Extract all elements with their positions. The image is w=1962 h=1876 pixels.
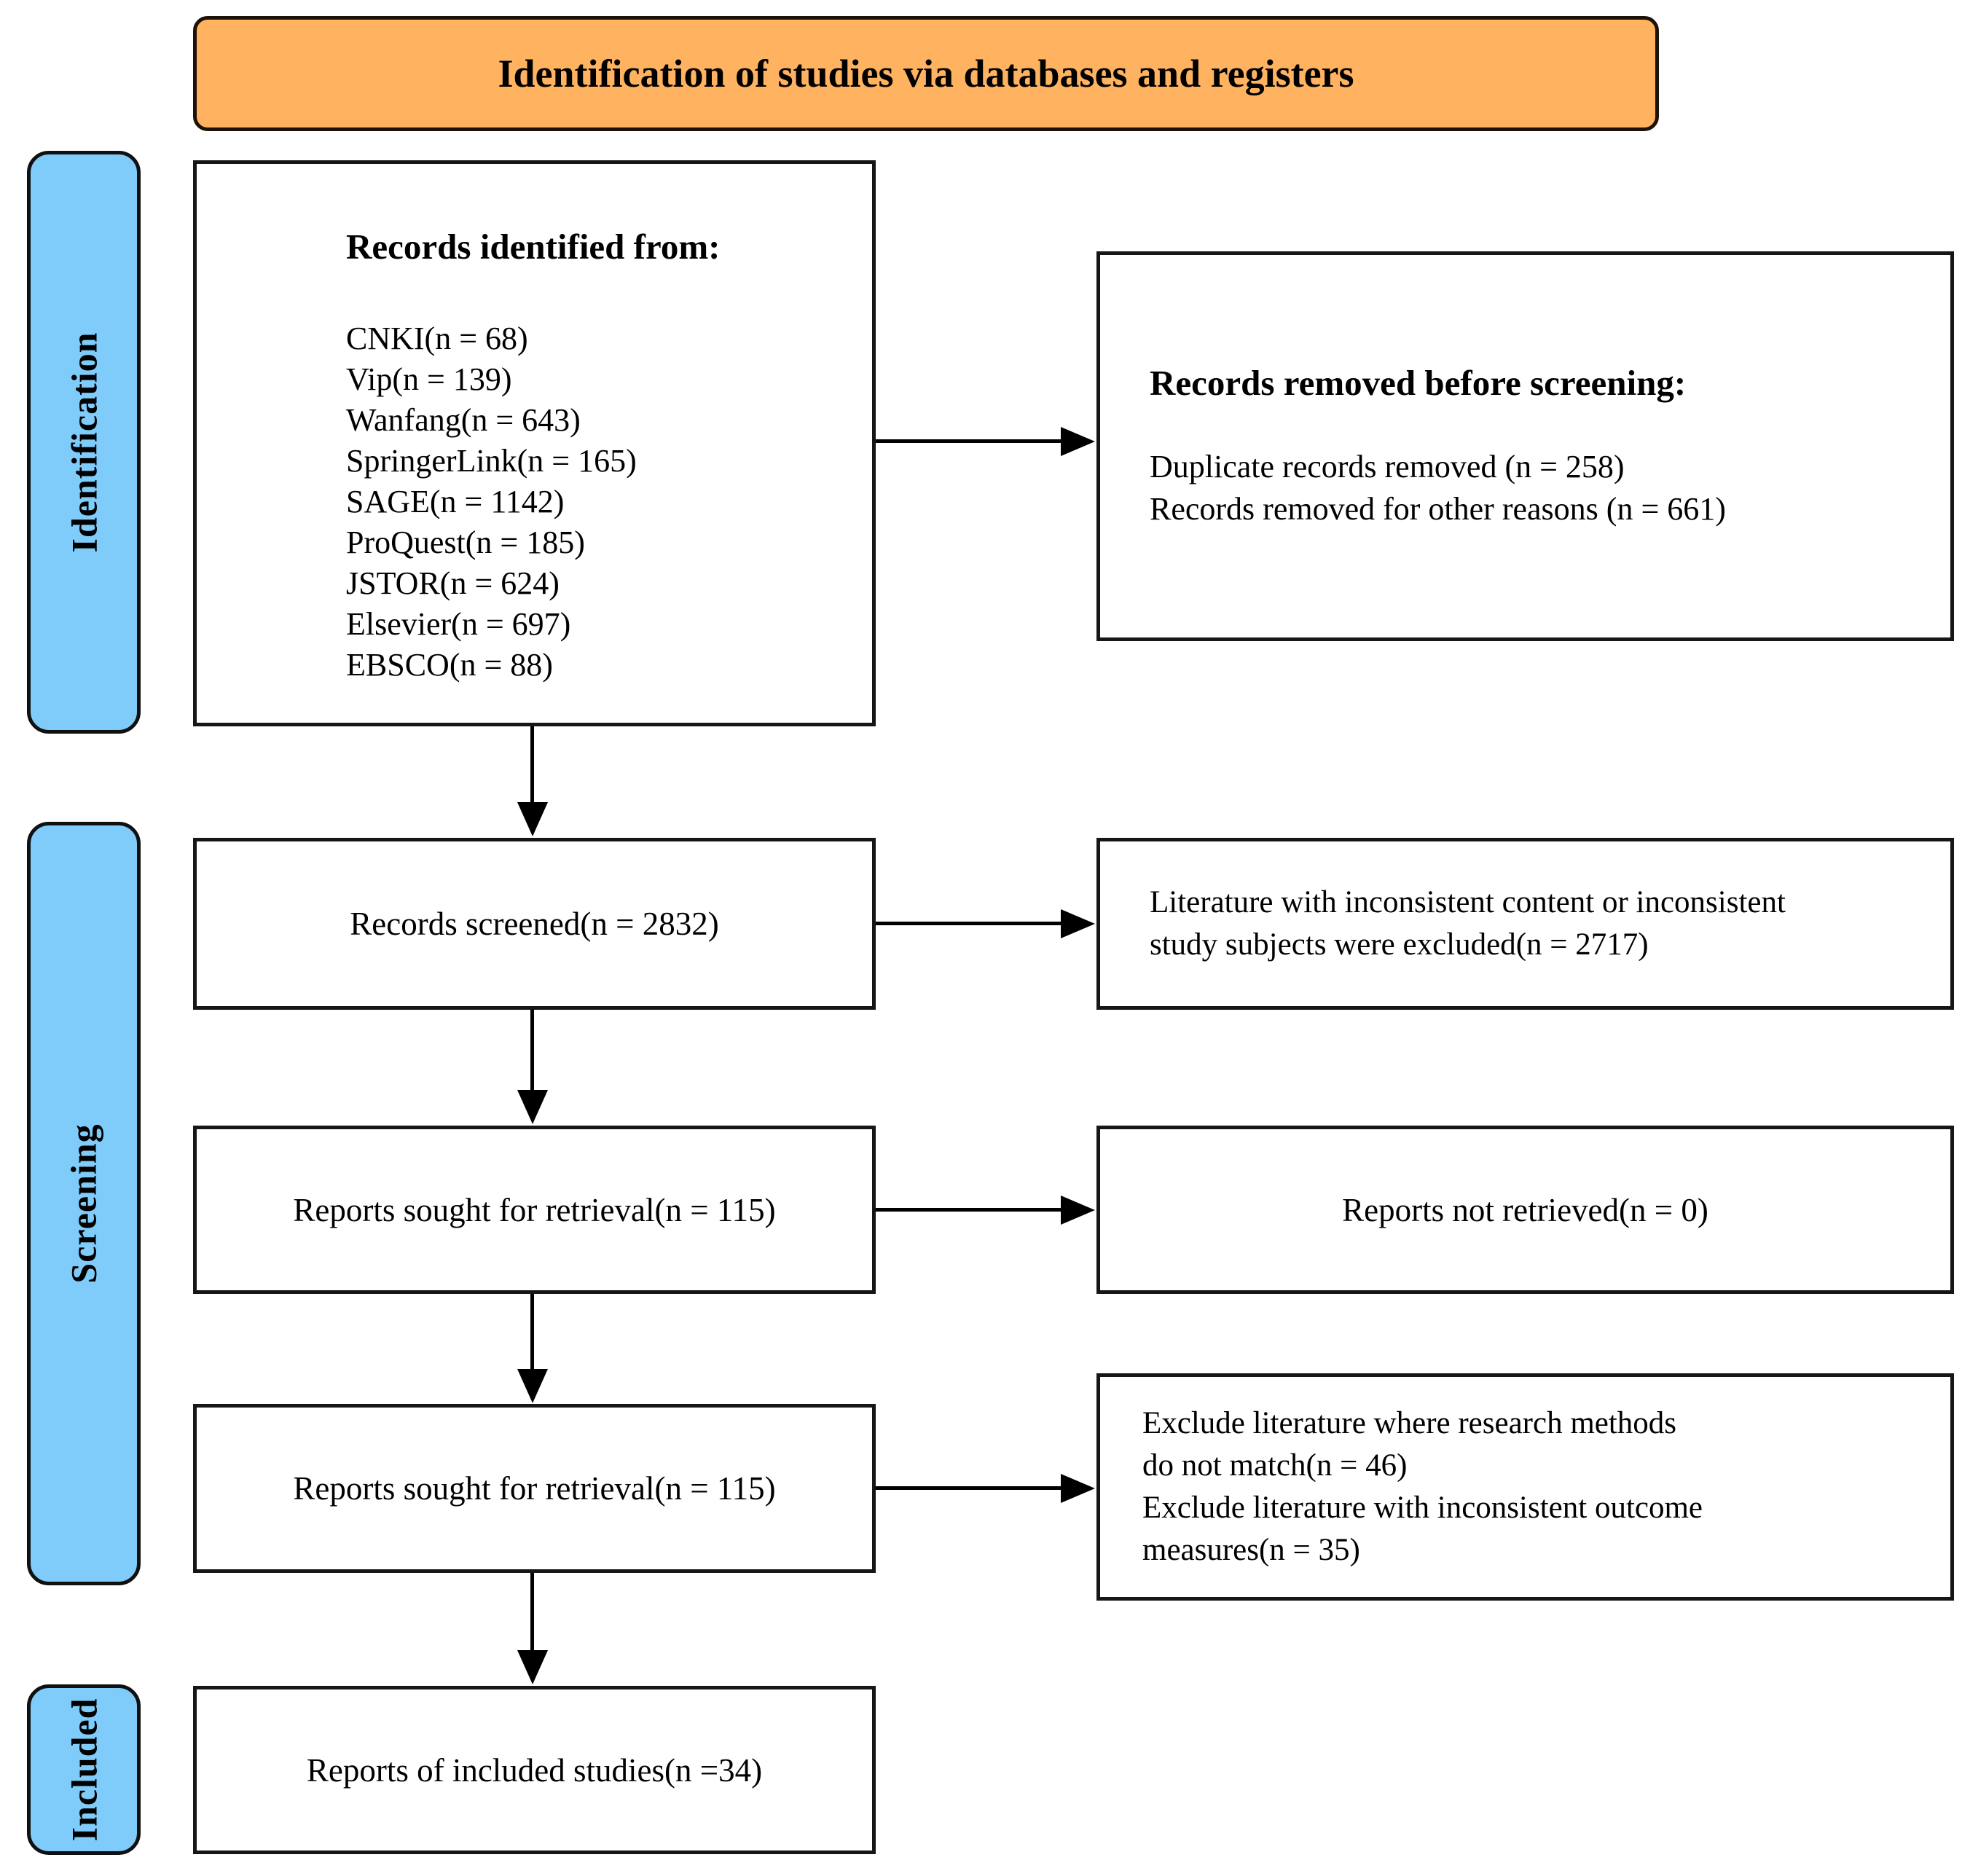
source-line-springerlink: SpringerLink(n = 165) [346,443,637,479]
source-line-wanfang: Wanfang(n = 643) [346,402,581,438]
records-identified-heading: Records identified from: [346,227,721,267]
source-line-elsevier: Elsevier(n = 697) [346,606,571,642]
records-removed-line-other: Records removed for other reasons (n = 6… [1150,491,1726,527]
down-arrow-1-icon [517,802,548,836]
right-arrow-4-icon [1061,1474,1095,1503]
source-line-ebsco: EBSCO(n = 88) [346,647,553,683]
down-arrow-2-icon [517,1090,548,1124]
stage-screening: Screening [27,822,141,1585]
stage-identification-label: Identification [63,331,104,553]
literature-excluded-line-2: study subjects were excluded(n = 2717) [1150,927,1649,962]
records-removed-lines: Duplicate records removed (n = 258) Reco… [1150,446,1939,530]
stage-identification: Identification [27,151,141,734]
right-arrow-2-line [876,922,1064,925]
source-line-sage: SAGE(n = 1142) [346,484,565,519]
reports-sought-1-label: Reports sought for retrieval(n = 115) [293,1191,776,1228]
down-arrow-4-line [530,1573,534,1653]
down-arrow-2-line [530,1010,534,1092]
box-literature-excluded: Literature with inconsistent content or … [1096,838,1954,1010]
stage-included: Included [27,1684,141,1855]
box-reports-excluded: Exclude literature where research method… [1096,1373,1954,1601]
reports-excluded-line-4: measures(n = 35) [1142,1533,1360,1567]
records-identified-source-list: CNKI(n = 68) Vip(n = 139) Wanfang(n = 64… [346,318,858,686]
down-arrow-3-icon [517,1369,548,1403]
right-arrow-2-icon [1061,909,1095,938]
records-removed-line-duplicates: Duplicate records removed (n = 258) [1150,449,1625,484]
source-line-jstor: JSTOR(n = 624) [346,565,560,601]
records-screened-label: Records screened(n = 2832) [350,906,719,942]
right-arrow-4-line [876,1486,1064,1490]
reports-excluded-line-1: Exclude literature where research method… [1142,1406,1677,1440]
box-reports-sought-2: Reports sought for retrieval(n = 115) [193,1404,876,1573]
reports-not-retrieved-label: Reports not retrieved(n = 0) [1342,1191,1708,1228]
right-arrow-1-line [876,439,1064,443]
box-records-screened: Records screened(n = 2832) [193,838,876,1010]
box-reports-sought-1: Reports sought for retrieval(n = 115) [193,1126,876,1294]
stage-screening-label: Screening [63,1123,104,1284]
box-records-removed: Records removed before screening: Duplic… [1096,251,1954,641]
stage-included-label: Included [63,1698,104,1842]
literature-excluded-line-1: Literature with inconsistent content or … [1150,885,1786,919]
box-included-studies: Reports of included studies(n =34) [193,1686,876,1854]
right-arrow-3-line [876,1208,1064,1212]
box-reports-not-retrieved: Reports not retrieved(n = 0) [1096,1126,1954,1294]
flow-title: Identification of studies via databases … [498,52,1354,95]
reports-excluded-line-2: do not match(n = 46) [1142,1448,1408,1483]
included-studies-label: Reports of included studies(n =34) [306,1751,763,1789]
source-line-vip: Vip(n = 139) [346,361,512,397]
box-records-identified: Records identified from: CNKI(n = 68) Vi… [193,160,876,726]
flow-title-banner: Identification of studies via databases … [193,16,1659,131]
reports-sought-2-label: Reports sought for retrieval(n = 115) [293,1470,776,1507]
reports-excluded-line-3: Exclude literature with inconsistent out… [1142,1491,1703,1525]
right-arrow-1-icon [1061,427,1095,456]
source-line-proquest: ProQuest(n = 185) [346,525,585,560]
source-line-cnki: CNKI(n = 68) [346,321,528,356]
down-arrow-4-icon [517,1650,548,1684]
down-arrow-3-line [530,1294,534,1372]
down-arrow-1-line [530,726,534,805]
right-arrow-3-icon [1061,1196,1095,1225]
records-removed-heading: Records removed before screening: [1150,363,1687,403]
